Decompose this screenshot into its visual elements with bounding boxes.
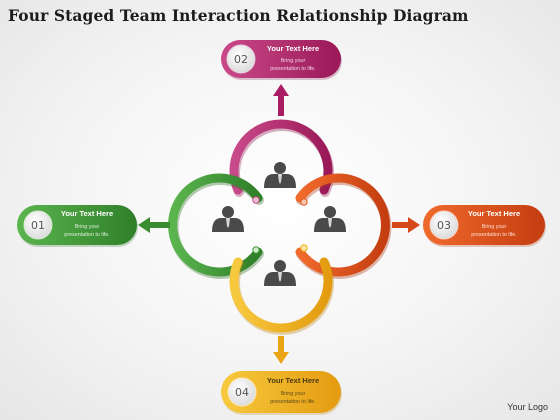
stage-title: Your Text Here xyxy=(267,44,319,53)
stage-card-01: 01 Your Text Here Bring your presentatio… xyxy=(17,205,138,247)
logo-text: Your Logo xyxy=(507,402,548,412)
person-icon-bottom xyxy=(264,260,296,286)
connector-dot-icon xyxy=(300,198,308,206)
stage-body-line1: Bring your xyxy=(75,224,100,230)
stage-body-line2: presentation to life. xyxy=(270,66,316,72)
stage-card-02: 02 Your Text Here Bring your presentatio… xyxy=(221,40,342,80)
stage-title: Your Text Here xyxy=(468,209,520,218)
stage-card-03: 03 Your Text Here Bring your presentatio… xyxy=(423,205,546,247)
connector-dot-icon xyxy=(252,196,260,204)
stage-number: 01 xyxy=(31,219,45,232)
stage-card-04: 04 Your Text Here Bring your presentatio… xyxy=(221,371,342,415)
ring-magenta xyxy=(229,119,334,197)
person-icon-top xyxy=(264,162,296,188)
stage-badge xyxy=(227,377,257,407)
stage-badge xyxy=(226,44,256,74)
ring-green xyxy=(168,173,264,279)
stage-number: 03 xyxy=(437,219,451,232)
arrow-right-icon xyxy=(392,217,420,233)
stage-body-line2: presentation to life. xyxy=(270,399,316,405)
connector-dot-icon xyxy=(300,244,308,252)
arrow-left-icon xyxy=(138,217,170,233)
arrow-up-icon xyxy=(273,84,289,116)
stage-number: 02 xyxy=(234,53,248,66)
stage-body-line1: Bring your xyxy=(482,224,507,230)
page-title: Four Staged Team Interaction Relationshi… xyxy=(8,6,469,25)
stage-title: Your Text Here xyxy=(267,376,319,385)
person-icon-right xyxy=(314,206,346,232)
stage-body-line2: presentation to life. xyxy=(471,232,517,238)
stage-body-line1: Bring your xyxy=(281,391,306,397)
stage-number: 04 xyxy=(235,386,249,399)
connector-dot-icon xyxy=(252,246,260,254)
stage-body-line1: Bring your xyxy=(281,58,306,64)
arrow-down-icon xyxy=(273,336,289,364)
stage-body-line2: presentation to life. xyxy=(64,232,110,238)
ring-yellow xyxy=(229,257,334,335)
stage-badge xyxy=(23,210,53,240)
stage-badge xyxy=(429,210,459,240)
stage-title: Your Text Here xyxy=(61,209,113,218)
person-icon-left xyxy=(212,206,244,232)
